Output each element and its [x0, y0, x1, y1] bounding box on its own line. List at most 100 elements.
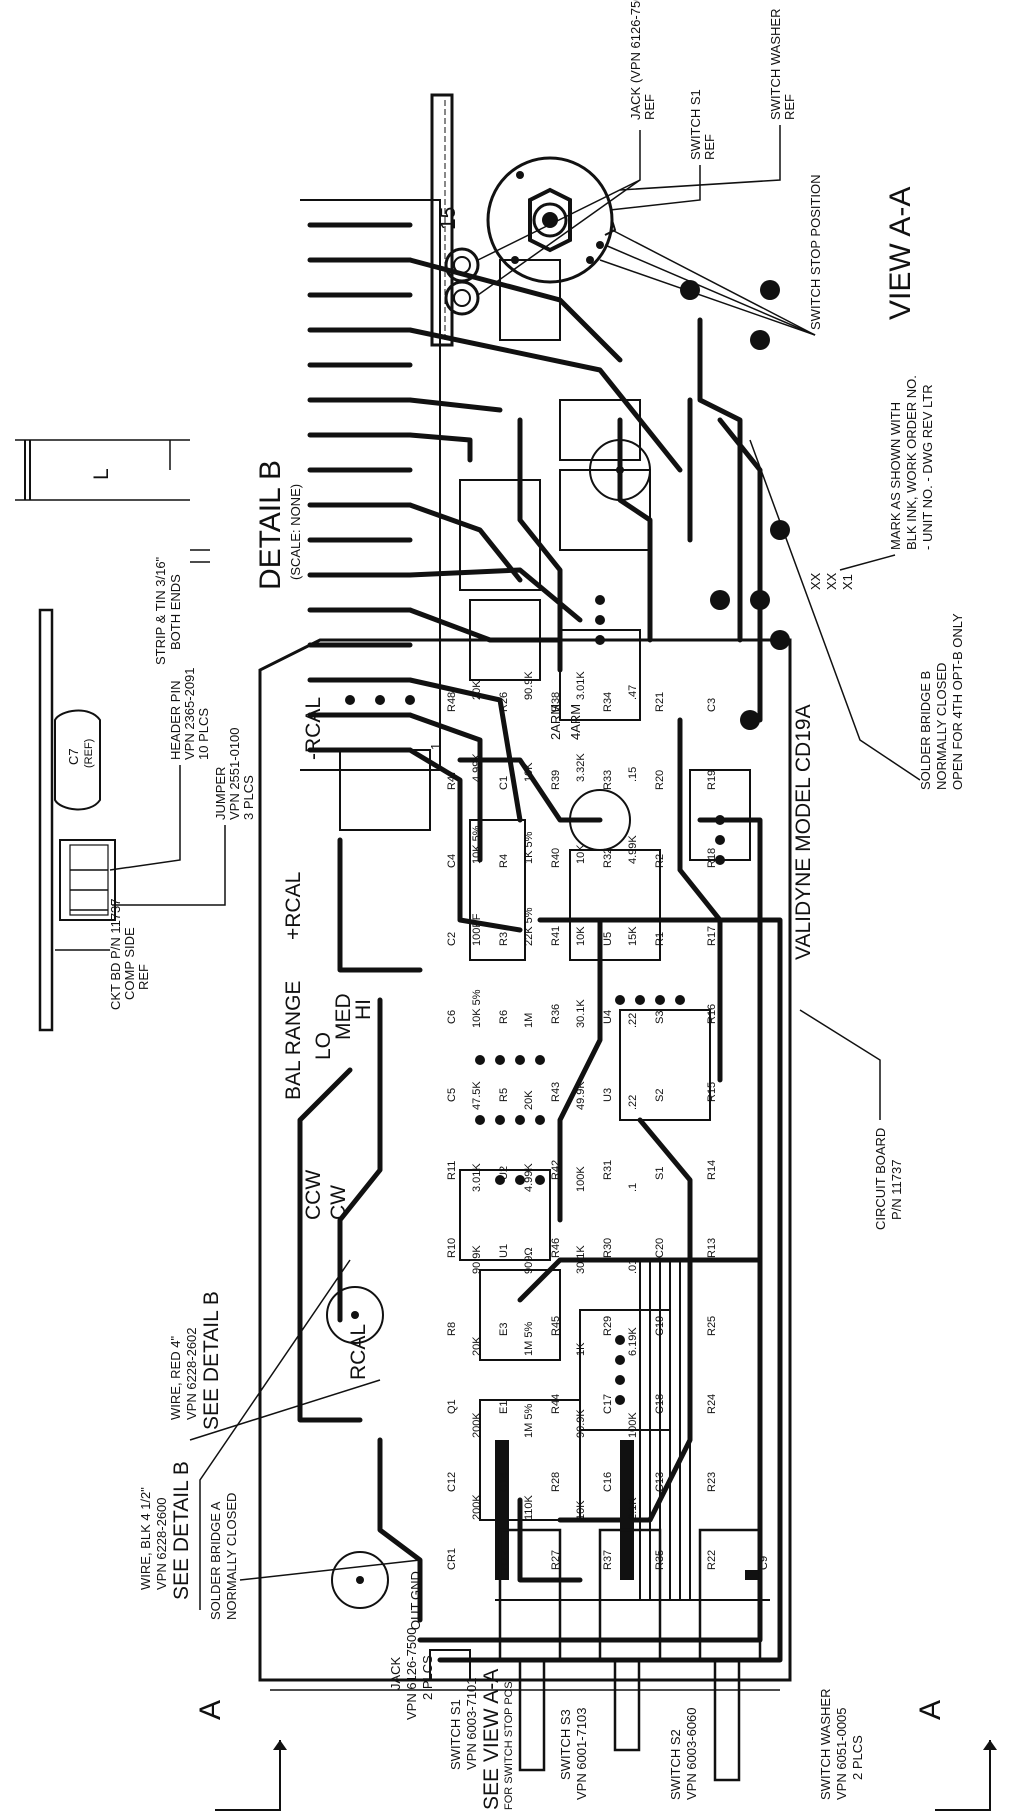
c7-label: C7 — [66, 748, 81, 765]
component-value: 90.9K — [523, 671, 535, 700]
component-designator: C18 — [654, 1394, 666, 1414]
component-value: 3.32K — [575, 753, 587, 782]
component-designator: R23 — [706, 1472, 718, 1492]
washer-2: VPN 6051-0005 — [834, 1707, 849, 1800]
resistor-block-5 — [579, 1309, 671, 1431]
wire-blk-1: WIRE, BLK 4 1/2" — [138, 1487, 153, 1590]
c7-ref: (REF) — [83, 739, 95, 768]
s1-1: SWITCH S1 — [448, 1699, 463, 1770]
component-designator: R26 — [498, 692, 510, 712]
component-value: 100K — [627, 1412, 639, 1438]
component-designator: Q1 — [446, 1399, 458, 1414]
component-designator: R5 — [498, 1088, 510, 1102]
component-value: 10K — [575, 844, 587, 864]
med-label: MED — [332, 993, 355, 1040]
wire-red-2: VPN 6228-2602 — [184, 1327, 199, 1420]
component-designator: C5 — [446, 1088, 458, 1102]
circuit-board: 1 15 -RCAL +RCAL BAL RANGE LO MED HI RCA… — [258, 199, 815, 1691]
component-designator: C16 — [602, 1472, 614, 1492]
component-designator: R15 — [706, 1082, 718, 1102]
four-arm-label: 4ARM — [568, 704, 583, 740]
mark-1: MARK AS SHOWN WITH — [888, 402, 903, 550]
u1-block — [469, 819, 526, 961]
minus-rcal-label: -RCAL — [302, 697, 325, 760]
c7-capacitor — [54, 709, 101, 811]
component-designator: R32 — [602, 848, 614, 868]
component-designator: C17 — [602, 1394, 614, 1414]
component-designator: R31 — [602, 1160, 614, 1180]
component-value: 4.99K — [471, 753, 483, 782]
component-designator: C3 — [706, 698, 718, 712]
strip-label-1: STRIP & TIN 3/16" — [153, 556, 168, 665]
jack-2: VPN 6126-7500 — [404, 1627, 419, 1720]
component-designator: R33 — [602, 770, 614, 790]
component-value: 10K — [575, 926, 587, 946]
component-value: 200K — [471, 1494, 483, 1520]
ckt-bd-2: COMP SIDE — [122, 927, 137, 1000]
component-designator: U2 — [498, 1166, 510, 1180]
strip-label-2: BOTH ENDS — [168, 574, 183, 650]
component-value: .1 — [627, 1183, 639, 1192]
component-value: 20K — [471, 1336, 483, 1356]
section-a-left: A — [194, 1700, 227, 1720]
component-designator: R24 — [706, 1394, 718, 1414]
component-designator: C19 — [654, 1316, 666, 1336]
component-value: 3.01K — [575, 671, 587, 700]
washer-1: SWITCH WASHER — [818, 1689, 833, 1800]
gnd-label: GND — [408, 1571, 423, 1600]
header-pin-1: HEADER PIN — [168, 681, 183, 760]
solder-b-1: SOLDER BRIDGE B — [918, 671, 933, 790]
solder-a-2: NORMALLY CLOSED — [224, 1493, 239, 1620]
s1-4: FOR SWITCH STOP POS. — [503, 1678, 515, 1810]
component-designator: E3 — [498, 1323, 510, 1336]
component-designator: U1 — [498, 1244, 510, 1258]
component-value: 6.19K — [627, 1327, 639, 1356]
component-designator: R40 — [550, 848, 562, 868]
solder-b-3: OPEN FOR 4TH OPT-B ONLY — [950, 613, 965, 790]
s1-2: VPN 6003-7101 — [464, 1677, 479, 1770]
solder-a-1: SOLDER BRIDGE A — [208, 1501, 223, 1620]
component-value: 20K — [471, 680, 483, 700]
component-value: 10K — [575, 1500, 587, 1520]
circuit-board-1: CIRCUIT BOARD — [873, 1128, 888, 1230]
mark-code-3: X1 — [840, 574, 855, 590]
side-board — [38, 608, 54, 1032]
component-designator: R3 — [498, 932, 510, 946]
resistor-block-4 — [479, 1269, 561, 1361]
component-value: 4.99K — [627, 835, 639, 864]
component-designator: R19 — [706, 770, 718, 790]
component-value: .22 — [627, 1013, 639, 1028]
mark-code-1: XX — [808, 572, 823, 590]
two-arm-label: 2ARM — [548, 704, 563, 740]
component-designator: R1 — [654, 932, 666, 946]
component-designator: R18 — [706, 848, 718, 868]
component-designator: S1 — [654, 1167, 666, 1180]
s2-2: VPN 6003-6060 — [684, 1707, 699, 1800]
s2-1: SWITCH S2 — [668, 1729, 683, 1800]
detail-b-scale: (SCALE: NONE) — [288, 484, 303, 580]
component-designator: C20 — [654, 1238, 666, 1258]
component-designator: R13 — [706, 1238, 718, 1258]
plus-rcal-label: +RCAL — [282, 872, 305, 940]
view-washer-label-2: REF — [782, 94, 797, 120]
component-designators: CR1C12Q1R8R10R11C5C6C2C4R47R48R12C14E1E3… — [446, 692, 770, 1570]
view-bracket — [430, 93, 454, 347]
mark-code-2: XX — [824, 572, 839, 590]
pot-r1 — [331, 1551, 389, 1609]
component-designator: R47 — [446, 770, 458, 790]
view-switch-label: SWITCH S1 — [688, 89, 703, 160]
component-designator: C2 — [446, 932, 458, 946]
component-designator: R11 — [446, 1161, 458, 1180]
component-designator: R29 — [602, 1316, 614, 1336]
ccw-label: CCW — [302, 1170, 325, 1220]
mark-3: - UNIT NO. - DWG REV LTR — [920, 384, 935, 550]
component-designator: R28 — [550, 1472, 562, 1492]
component-value: 1K 5% — [523, 831, 535, 864]
u2-block — [339, 749, 431, 831]
s1-3: SEE VIEW A-A — [480, 1669, 503, 1810]
view-a-a-title: VIEW A-A — [884, 187, 917, 320]
detail-b: L STRIP & TIN 3/16" BOTH ENDS DETAIL B (… — [15, 439, 303, 665]
